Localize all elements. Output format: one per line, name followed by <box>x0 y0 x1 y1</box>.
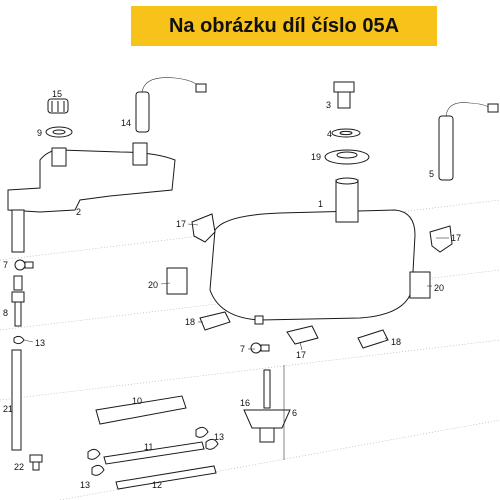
label-5: 5 <box>429 169 434 179</box>
label-7: 7 <box>240 344 245 354</box>
part-17-bracket-left[interactable] <box>191 213 216 243</box>
part-10-sleeve[interactable] <box>95 395 187 425</box>
part-8-fitting[interactable] <box>11 275 25 327</box>
label-14: 14 <box>121 118 131 128</box>
label-9: 9 <box>37 128 42 138</box>
label-22: 22 <box>14 462 24 472</box>
part-11-hose[interactable] <box>103 441 205 465</box>
part-2-upper-tank[interactable] <box>7 142 176 253</box>
label-4: 4 <box>327 129 332 139</box>
label-13: 13 <box>35 338 45 348</box>
label-6: 6 <box>292 408 297 418</box>
part-18-pad-left[interactable] <box>199 311 231 331</box>
label-8: 8 <box>3 308 8 318</box>
label-19: 19 <box>311 152 321 162</box>
part-7-clamp-left[interactable] <box>14 259 34 271</box>
part-3-filler-cap[interactable] <box>333 81 355 109</box>
part-4-washer[interactable] <box>331 128 361 138</box>
label-17: 17 <box>296 350 306 360</box>
label-17: 17 <box>176 219 186 229</box>
part-13-clip-mid[interactable] <box>195 426 219 450</box>
part-19-seal-ring[interactable] <box>324 149 370 165</box>
part-13-clip-bottom[interactable] <box>87 448 105 476</box>
part-1-fuel-tank[interactable] <box>209 177 416 325</box>
part-22-fitting[interactable] <box>29 454 43 471</box>
part-12-hose[interactable] <box>115 465 217 490</box>
part-9-washer[interactable] <box>45 126 73 138</box>
part-7-clamp-right[interactable] <box>250 342 270 354</box>
label-17: 17 <box>451 233 461 243</box>
part-18-pad-right[interactable] <box>357 329 389 349</box>
part-5-level-sensor[interactable] <box>438 102 499 181</box>
label-12: 12 <box>152 480 162 490</box>
label-13: 13 <box>214 432 224 442</box>
part-16-fuel-valve[interactable] <box>243 369 291 443</box>
part-20-pad-left[interactable] <box>166 267 188 295</box>
part-20-pad-right[interactable] <box>409 271 431 299</box>
dotted-guide-lines <box>0 199 500 500</box>
part-labels: 1 2 3 4 5 6 7 7 8 9 10 11 12 13 13 13 14… <box>3 89 461 490</box>
banner-title: Na obrázku díl číslo 05A <box>168 14 400 37</box>
label-10: 10 <box>132 396 142 406</box>
label-3: 3 <box>326 100 331 110</box>
leader-lines <box>23 223 449 351</box>
label-20: 20 <box>434 283 444 293</box>
label-13: 13 <box>80 480 90 490</box>
label-2: 2 <box>76 207 81 217</box>
label-1: 1 <box>318 199 323 209</box>
part-21-long-hose[interactable] <box>11 349 22 451</box>
label-16: 16 <box>240 398 250 408</box>
label-18: 18 <box>391 337 401 347</box>
title-banner: Na obrázku díl číslo 05A <box>131 6 437 46</box>
label-15: 15 <box>52 89 62 99</box>
label-18: 18 <box>185 317 195 327</box>
part-15-cap[interactable] <box>47 98 69 114</box>
label-7: 7 <box>3 260 8 270</box>
label-21: 21 <box>3 404 13 414</box>
label-20: 20 <box>148 280 158 290</box>
part-13-clip-left[interactable] <box>13 335 25 345</box>
part-17-bracket-right[interactable] <box>429 225 453 253</box>
part-17-bracket-bottom[interactable] <box>286 325 319 345</box>
part-14-fuel-sender[interactable] <box>135 77 207 133</box>
label-11: 11 <box>144 442 153 452</box>
